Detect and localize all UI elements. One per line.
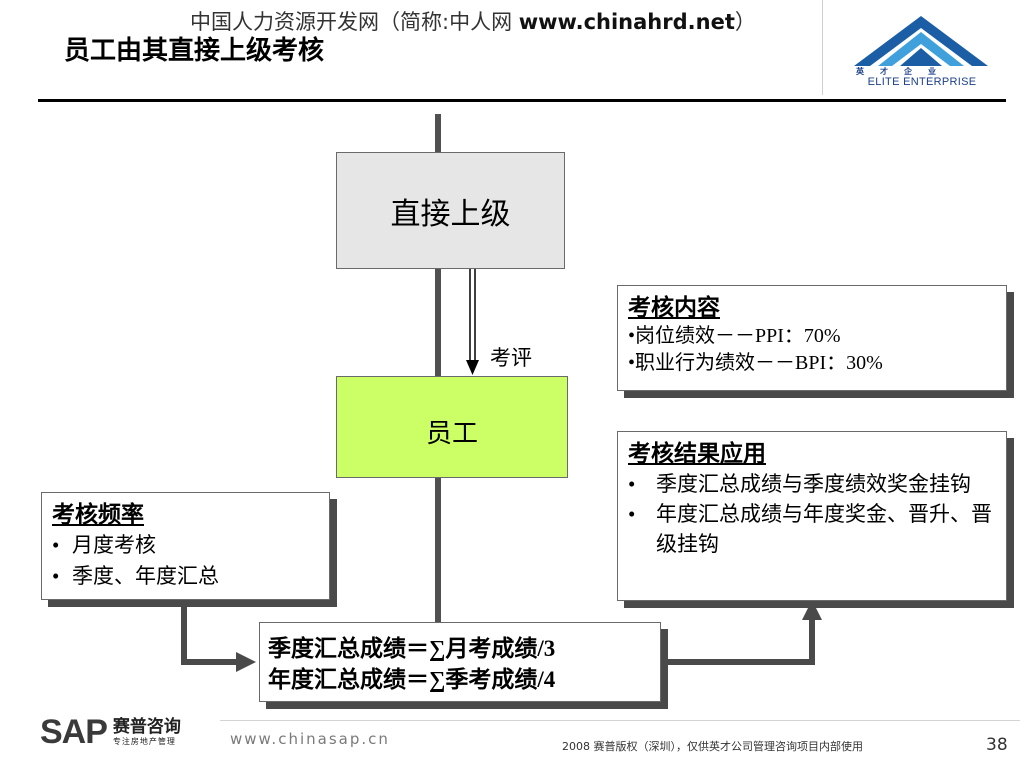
logo-en-text: ELITE ENTERPRISE <box>867 76 977 88</box>
formula-box: 季度汇总成绩＝∑月考成绩/3 年度汇总成绩＝∑季考成绩/4 <box>259 622 661 702</box>
content-heading: 考核内容 <box>628 295 720 320</box>
list-item: • 季度汇总成绩与季度绩效奖金挂钩 <box>628 469 996 499</box>
bullet-icon: • <box>628 472 636 496</box>
sap-brand: SAP <box>40 712 108 751</box>
title-rule <box>38 99 1006 102</box>
sap-logo: SAP 赛普咨询 专注房地产管理 <box>40 712 181 752</box>
footer-divider <box>220 720 1020 721</box>
bullet-icon: • <box>628 502 636 526</box>
header-divider <box>822 0 823 95</box>
frequency-box: 考核频率 • 月度考核 • 季度、年度汇总 <box>41 492 330 600</box>
employee-label: 员工 <box>425 419 478 448</box>
sap-brand-cn: 赛普咨询 <box>112 716 181 737</box>
site-header-close: ） <box>734 10 756 34</box>
employee-box: 员工 <box>336 376 568 478</box>
list-item: • 年度汇总成绩与年度奖金、晋升、晋级挂钩 <box>628 499 996 559</box>
site-header-text: 中国人力资源开发网（简称:中人网 <box>190 10 519 34</box>
results-heading: 考核结果应用 <box>628 441 766 466</box>
frequency-heading: 考核频率 <box>52 502 144 527</box>
top-connector-line <box>435 114 441 152</box>
bullet-icon: • <box>52 564 60 588</box>
supervisor-employee-line <box>435 269 441 376</box>
site-header-url[interactable]: www.chinahrd.net <box>518 10 735 34</box>
evaluate-arrow <box>466 269 479 375</box>
frequency-item: 月度考核 <box>72 533 156 557</box>
supervisor-label: 直接上级 <box>390 197 511 231</box>
formula-line: 年度汇总成绩＝∑季考成绩/4 <box>268 667 556 692</box>
elite-enterprise-logo: 英才企业 ELITE ENTERPRISE <box>852 14 990 90</box>
roof-logo-icon <box>854 16 988 66</box>
sap-cn-wrap: 赛普咨询 专注房地产管理 <box>112 716 181 746</box>
frequency-item: 季度、年度汇总 <box>72 564 219 588</box>
content-line: •职业行为绩效－－BPI：30% <box>628 352 883 374</box>
results-item: 年度汇总成绩与年度奖金、晋升、晋级挂钩 <box>656 502 992 556</box>
list-item: • 月度考核 <box>52 530 319 561</box>
content-line: •岗位绩效－－PPI：70% <box>628 325 841 347</box>
formula-line: 季度汇总成绩＝∑月考成绩/3 <box>268 636 556 661</box>
results-box: 考核结果应用 • 季度汇总成绩与季度绩效奖金挂钩 • 年度汇总成绩与年度奖金、晋… <box>617 431 1007 601</box>
content-box: 考核内容 •岗位绩效－－PPI：70% •职业行为绩效－－BPI：30% <box>617 285 1007 391</box>
employee-formula-line <box>435 478 441 622</box>
supervisor-box: 直接上级 <box>336 152 565 269</box>
logo-cn-text: 英才企业 <box>856 67 952 76</box>
bullet-icon: • <box>52 533 60 557</box>
page-title: 员工由其直接上级考核 <box>64 36 325 66</box>
frequency-to-formula-arrow <box>181 600 256 672</box>
footer-url[interactable]: www.chinasap.cn <box>230 730 390 748</box>
footer-copyright: 2008 赛普版权（深圳），仅供英才公司管理咨询项目内部使用 <box>562 740 863 753</box>
site-header: 中国人力资源开发网（简称:中人网 www.chinahrd.net） <box>190 6 756 36</box>
sap-brand-cn-sub: 专注房地产管理 <box>112 736 176 746</box>
evaluate-label: 考评 <box>490 346 532 370</box>
list-item: • 季度、年度汇总 <box>52 561 319 592</box>
page-number: 38 <box>986 735 1008 755</box>
results-item: 季度汇总成绩与季度绩效奖金挂钩 <box>656 472 971 496</box>
formula-to-results-arrow <box>661 600 822 665</box>
